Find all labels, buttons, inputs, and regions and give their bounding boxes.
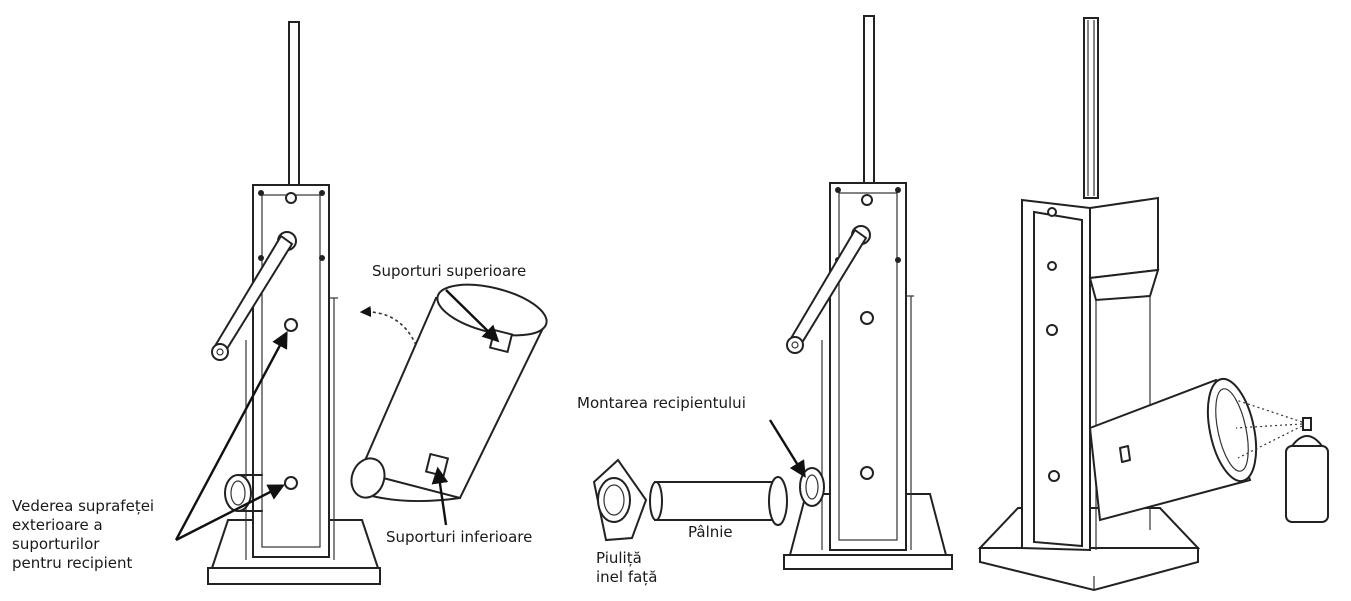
label-upper-supports: Suporturi superioare	[372, 262, 527, 280]
label-outer-view-line-4: pentru recipient	[12, 554, 133, 572]
label-outer-view-line-3: suporturilor	[12, 535, 100, 553]
label-nut-line-1: Piuliță	[596, 549, 642, 567]
stuffer-figure-1	[174, 21, 548, 585]
label-nut: Piuliță inel față	[596, 549, 676, 587]
label-nut-line-2: inel față	[596, 568, 658, 586]
stuffer-figure-3	[977, 17, 1329, 592]
label-outer-view: Vederea suprafeței exterioare a suportur…	[12, 497, 192, 573]
label-funnel: Pâlnie	[688, 523, 733, 541]
detached-cylinder	[350, 283, 548, 503]
label-outer-view-line-2: exterioare a	[12, 516, 103, 534]
label-outer-view-line-1: Vederea suprafeței	[12, 497, 155, 515]
label-mounting: Montarea recipientului	[577, 394, 746, 412]
stuffer-figure-2	[592, 15, 953, 570]
label-lower-supports: Suporturi inferioare	[386, 528, 533, 546]
